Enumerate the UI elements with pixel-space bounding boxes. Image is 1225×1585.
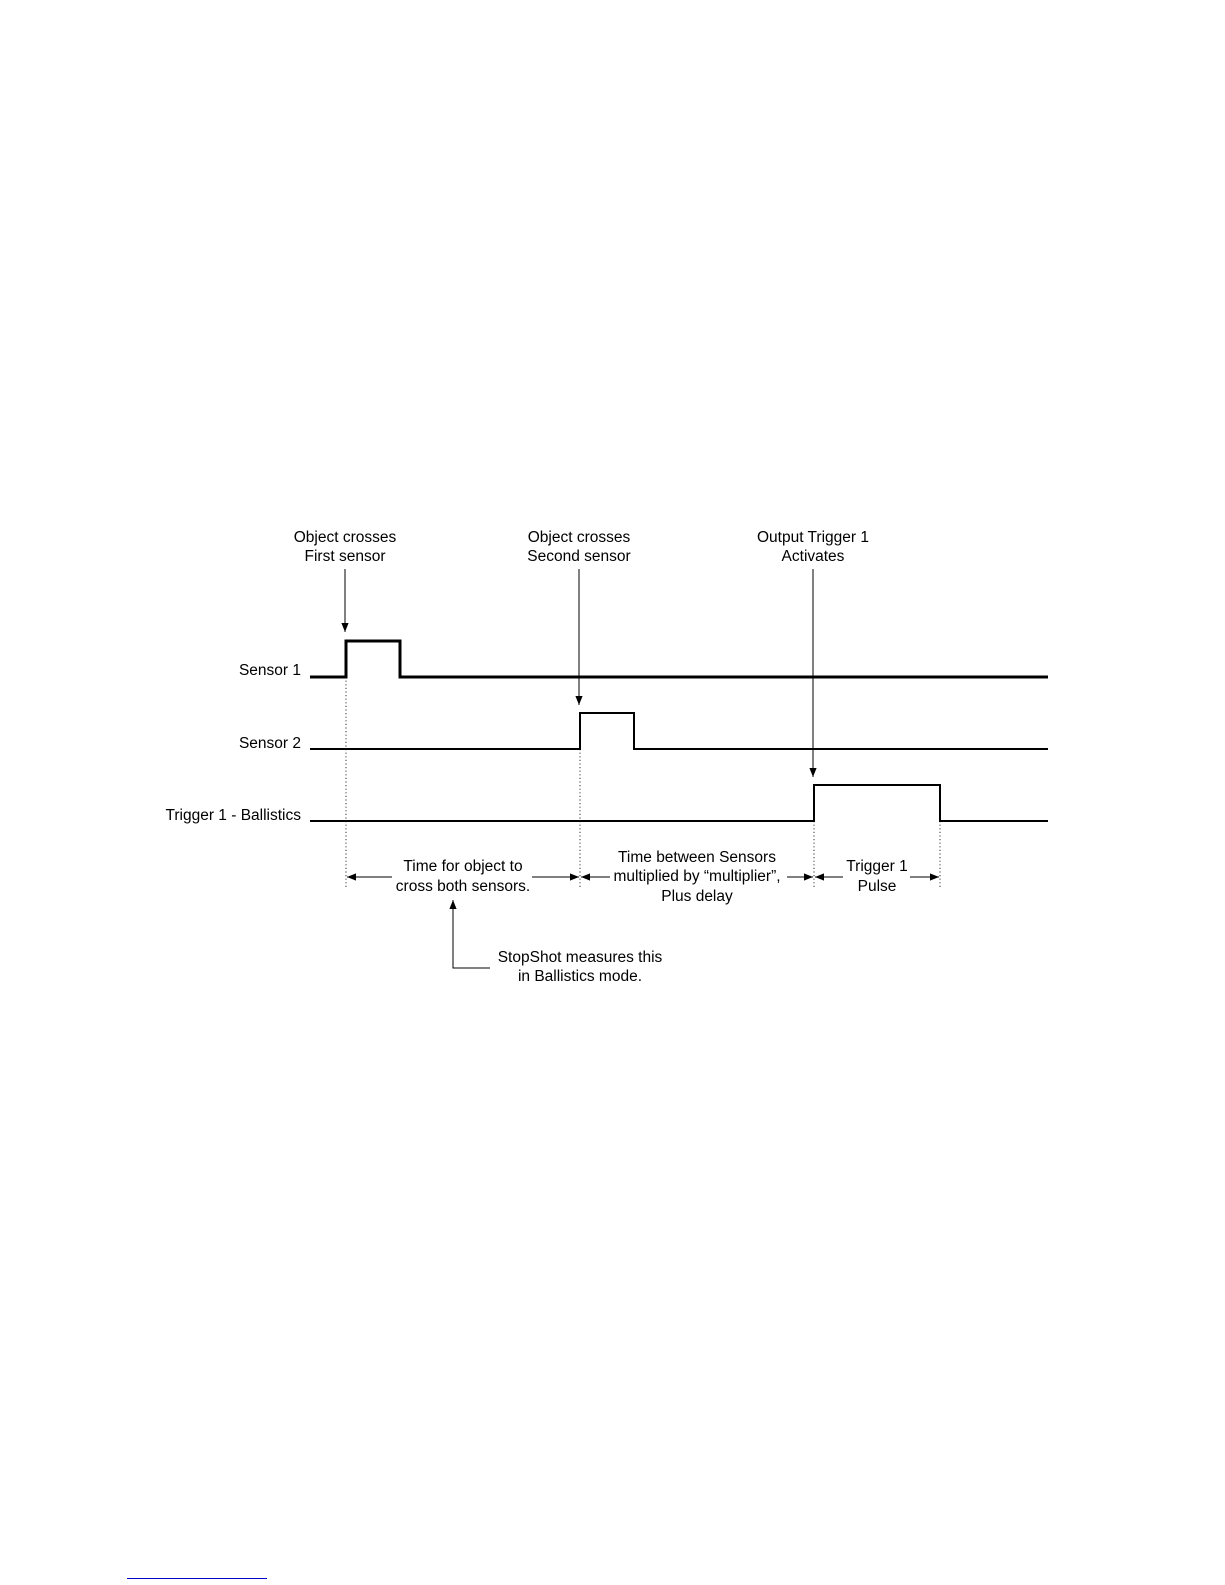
note-pointer: [453, 900, 490, 968]
trigger-1-ballistics-label: Trigger 1 - Ballistics: [165, 807, 301, 824]
note-line1: StopShot measures this: [498, 949, 663, 966]
sensor-2-label: Sensor 2: [239, 735, 301, 752]
cross-time-label-line1: Time for object to: [403, 858, 522, 875]
trigger-activates-label-line2: Activates: [782, 548, 845, 565]
trigger-pulse-label-line2: Pulse: [858, 878, 897, 895]
second-sensor-label-line1: Object crosses: [528, 529, 631, 546]
first-sensor-label-line2: First sensor: [305, 548, 386, 565]
between-sensors-label-line1: Time between Sensors: [618, 849, 776, 866]
first-sensor-label-line1: Object crosses: [294, 529, 397, 546]
second-sensor-label-line2: Second sensor: [527, 548, 630, 565]
sensor-2-waveform: [310, 713, 1048, 749]
cross-time-label-line2: cross both sensors.: [396, 878, 530, 895]
trigger-1-waveform: [310, 785, 1048, 821]
trigger-pulse-label-line1: Trigger 1: [846, 858, 907, 875]
sensor-1-label: Sensor 1: [239, 662, 301, 679]
trigger-activates-label-line1: Output Trigger 1: [757, 529, 869, 546]
note-line2: in Ballistics mode.: [518, 968, 642, 985]
footer-rule: [127, 1578, 267, 1579]
between-sensors-label-line3: Plus delay: [661, 888, 733, 905]
sensor-1-waveform: [310, 641, 1048, 677]
between-sensors-label-line2: multiplied by “multiplier”,: [613, 868, 780, 885]
